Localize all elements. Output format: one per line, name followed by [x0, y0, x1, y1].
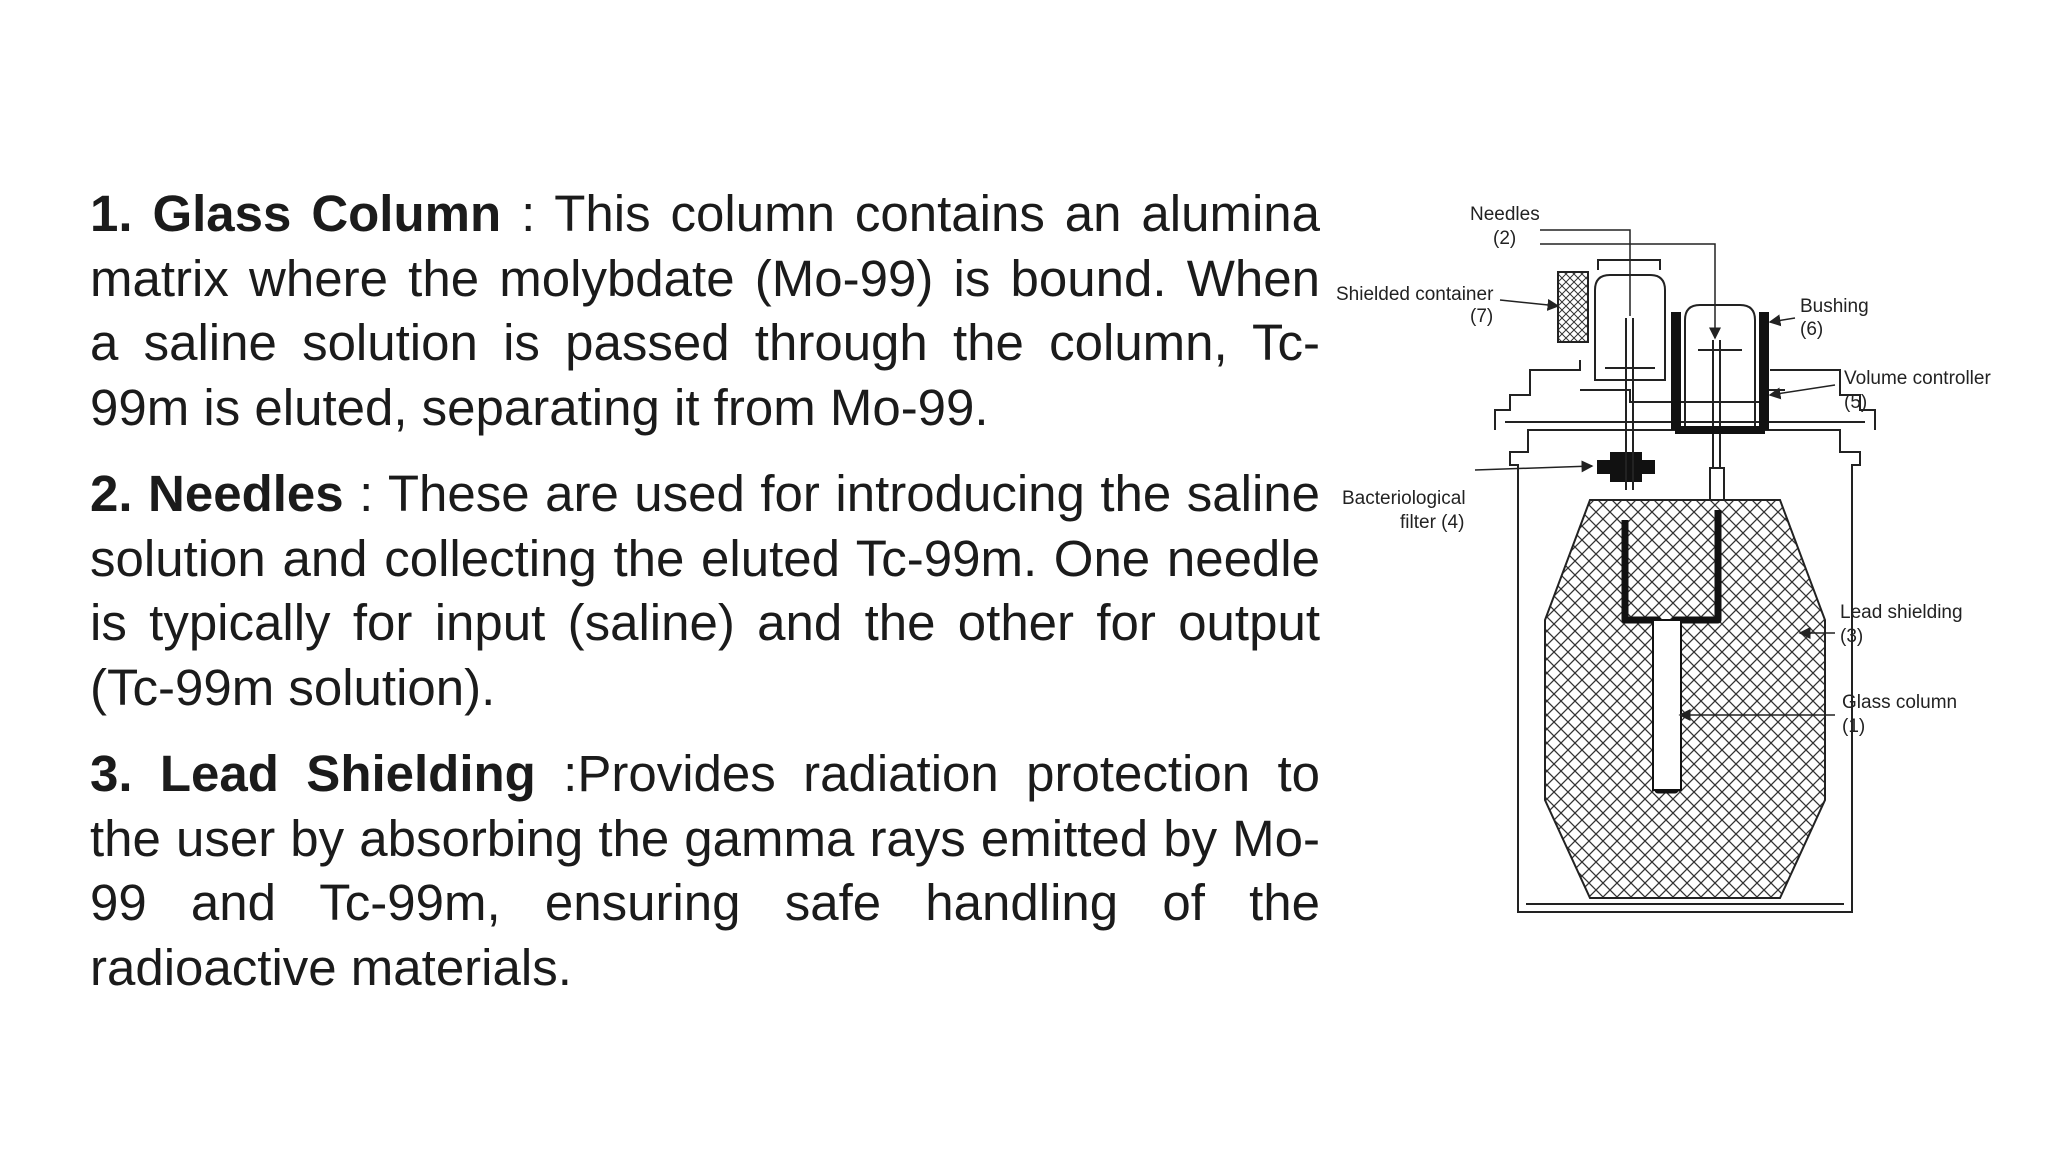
needle-stems — [1625, 318, 1725, 501]
label-needles-num: (2) — [1493, 228, 1516, 249]
glass-column — [1652, 619, 1682, 791]
label-bushing: Bushing — [1800, 296, 1869, 317]
shielded-container-block — [1557, 271, 1589, 343]
label-lead-shielding-num: (3) — [1840, 626, 1863, 647]
saline-vial — [1594, 259, 1666, 381]
paragraph-lead-shielding: 3. Lead Shielding :Provides radiation pr… — [90, 742, 1320, 1000]
paragraph-body: : These are used for introducing the sal… — [90, 465, 1321, 716]
paragraph-body: :Provides radiation protection to the us… — [90, 745, 1320, 996]
label-glass-column-num: (1) — [1842, 716, 1865, 737]
generator-diagram: Needles (2) Shielded container (7) Bushi… — [1336, 204, 1991, 913]
label-volume-controller-num: (5) — [1844, 392, 1867, 413]
lead-shielding-body — [1544, 499, 1826, 899]
paragraph-glass-column: 1. Glass Column : This column contains a… — [90, 182, 1320, 440]
label-bushing-num: (6) — [1800, 319, 1823, 340]
paragraph-heading: 3. Lead Shielding — [90, 745, 536, 802]
label-bacteriological: Bacteriological — [1342, 488, 1466, 509]
paragraph-body: : This column contains an alumina matrix… — [90, 185, 1320, 436]
leader-lines — [1474, 229, 1836, 721]
label-filter: filter (4) — [1400, 512, 1464, 533]
label-lead-shielding: Lead shielding — [1840, 602, 1963, 623]
label-needles: Needles — [1470, 204, 1540, 225]
text-column: 1. Glass Column : This column contains a… — [90, 182, 1320, 1022]
paragraph-heading: 1. Glass Column — [90, 185, 502, 242]
label-glass-column: Glass column — [1842, 692, 1957, 713]
outer-container — [1509, 429, 1861, 913]
paragraph-needles: 2. Needles : These are used for introduc… — [90, 462, 1320, 720]
label-shielded-container: Shielded container — [1336, 284, 1494, 305]
bushing — [1671, 312, 1769, 434]
label-volume-controller: Volume controller — [1844, 368, 1991, 389]
paragraph-heading: 2. Needles — [90, 465, 344, 522]
elution-vial — [1684, 304, 1756, 431]
label-shielded-container-num: (7) — [1470, 306, 1493, 327]
